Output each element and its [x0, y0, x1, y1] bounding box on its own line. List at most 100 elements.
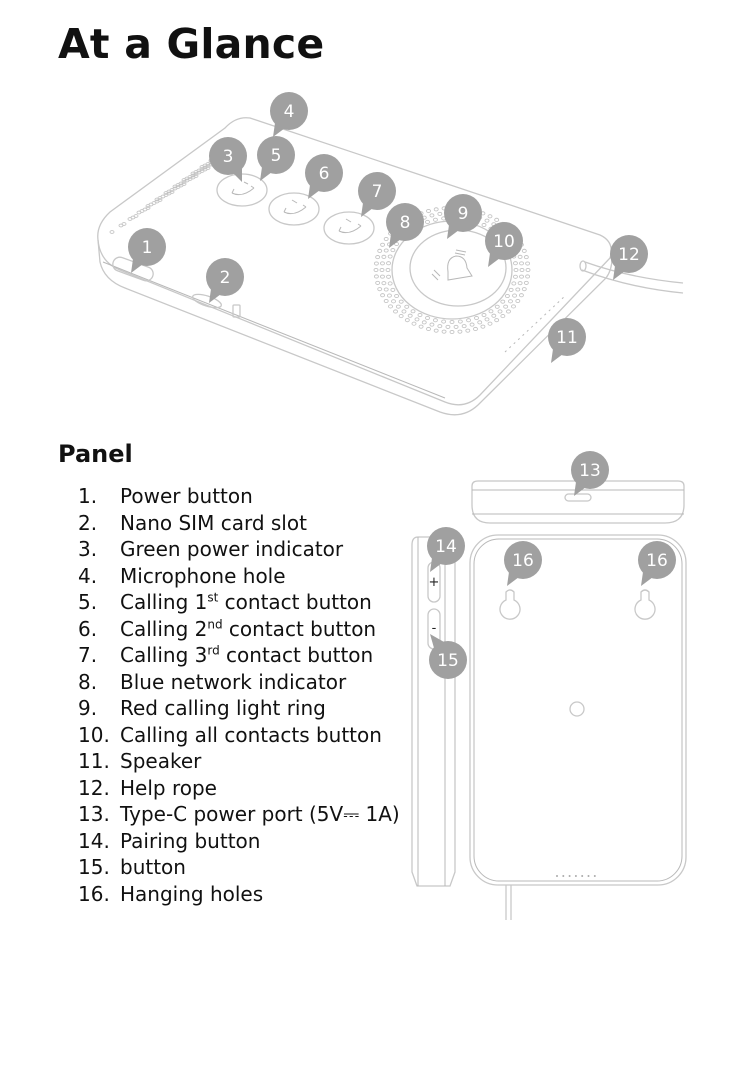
grille-dot [387, 281, 393, 286]
grille-dot [193, 174, 199, 178]
grille-dot [181, 182, 187, 186]
grille-dot [388, 304, 393, 309]
grille-dot [461, 324, 467, 329]
grille-dot [395, 304, 401, 309]
grille-dot [383, 236, 389, 242]
grille-dot [426, 208, 431, 214]
grille-dot [383, 248, 389, 253]
grille-dot [133, 214, 139, 218]
list-item: 6.Calling 2nd contact button [78, 616, 400, 643]
grille-dot [484, 317, 490, 322]
grille-dot [377, 287, 383, 292]
callout-badge: 8 [386, 203, 424, 248]
grille-dot [393, 309, 398, 314]
grille-dot [449, 329, 455, 335]
speaker-dot [587, 875, 590, 877]
device-back-view [469, 534, 687, 920]
callout-badge: 5 [257, 136, 295, 181]
list-item-number: 4. [78, 563, 98, 588]
callout-number: 14 [435, 537, 457, 557]
grille-dot [383, 287, 389, 292]
grille-dot [519, 261, 524, 266]
callout-badge: 14 [427, 527, 465, 572]
list-item-number: 2. [78, 510, 98, 535]
list-item-label: Pairing button [120, 828, 261, 853]
list-item-label: Blue network indicator [120, 669, 347, 694]
grille-dot [432, 217, 438, 222]
grille-dot [521, 287, 527, 292]
list-item-label: button [120, 855, 186, 879]
grille-dot [417, 312, 423, 318]
grille-dot [466, 318, 472, 323]
grille-dot [481, 312, 487, 318]
grille-dot [381, 281, 387, 286]
grille-dot [497, 309, 503, 314]
grille-dot [508, 287, 514, 292]
grille-dot [517, 254, 523, 259]
list-item-label: Type-C power port (5V⎓ 1A) [120, 802, 400, 826]
callout-number: 10 [493, 232, 515, 252]
callout-badge: 7 [358, 172, 396, 217]
plus-label: + [429, 575, 440, 590]
grille-dot [473, 326, 478, 332]
grille-dot [380, 293, 386, 298]
list-item-label: Calling 1st contact button [120, 590, 372, 614]
list-item-label: Power button [120, 484, 253, 508]
grille-dot [523, 280, 529, 285]
callout-number: 8 [400, 213, 411, 233]
grille-dot [457, 329, 463, 334]
list-item-label: Hanging holes [120, 881, 264, 906]
list-item: 13.Type-C power port (5V⎓ 1A) [78, 801, 400, 828]
list-item: 8. Blue network indicator [78, 669, 400, 696]
grille-dot [429, 322, 435, 327]
list-item-number: 7. [78, 643, 98, 667]
grille-dot [383, 298, 389, 304]
grille-dot [379, 267, 385, 273]
list-item: 12.Help rope [78, 775, 400, 802]
grille-dot [481, 222, 487, 228]
grille-dot [394, 293, 400, 299]
grille-dot [523, 255, 529, 260]
list-item: 10.Calling all contacts button [78, 722, 400, 749]
hanging-hole-left [499, 589, 521, 620]
grille-dot [437, 324, 443, 329]
grille-dot [513, 274, 518, 279]
grille-dot [205, 166, 211, 170]
grille-dot [488, 309, 494, 314]
grille-dot [484, 218, 490, 223]
grille-dot [441, 329, 447, 334]
list-item-number: 8. [78, 669, 98, 694]
list-item: 4.Microphone hole [78, 563, 400, 590]
callout-number: 7 [372, 182, 383, 202]
grille-dot [445, 324, 451, 329]
grille-dot [511, 304, 516, 309]
callout-number: 13 [579, 461, 601, 481]
grille-dot [437, 211, 443, 216]
callout-number: 9 [458, 204, 469, 224]
speaker-slits [504, 295, 566, 353]
grille-dot [494, 304, 500, 309]
grille-dot [474, 315, 479, 321]
grille-dot [465, 328, 471, 333]
grille-dot [398, 314, 404, 319]
grille-dot [441, 319, 447, 324]
grille-dot [145, 206, 151, 210]
grille-dot [515, 298, 521, 304]
grille-dot [391, 299, 396, 304]
grille-dot [385, 267, 391, 273]
page-title: At a Glance [58, 20, 325, 68]
grille-dot [410, 309, 416, 314]
grille-dot [373, 261, 379, 266]
list-item-label: Calling 3rd contact button [120, 643, 374, 667]
grille-dot [511, 281, 517, 286]
list-item: 5.Calling 1st contact button [78, 589, 400, 616]
sim-tray-hole [232, 304, 241, 318]
grille-dot [386, 293, 392, 298]
callout-badge: 13 [571, 451, 609, 496]
grille-dot [425, 219, 430, 225]
grille-dot [375, 280, 381, 285]
list-item: 9.Red calling light ring [78, 695, 400, 722]
grille-dot [380, 261, 385, 266]
